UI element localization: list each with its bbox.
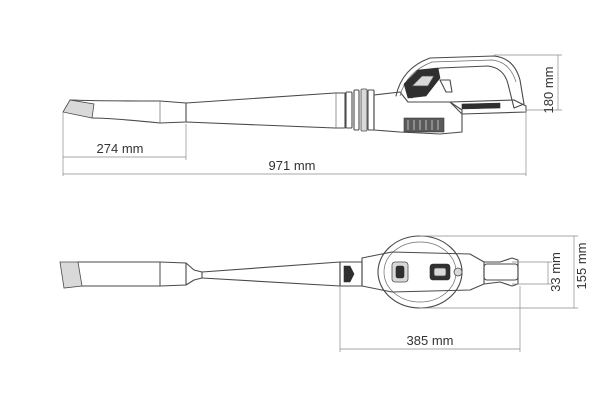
- top-battery: [483, 263, 519, 281]
- side-motor-housing: [373, 91, 463, 135]
- dimension-label-385mm: 385 mm: [407, 333, 454, 348]
- top-nozzle: [77, 261, 161, 287]
- side-nozzle-tip: [62, 99, 95, 119]
- side-view: [62, 55, 527, 135]
- top-control-panel: [391, 261, 463, 283]
- side-vent-grille: [403, 117, 445, 133]
- side-tube: [185, 92, 346, 129]
- dimension-label-33mm: 33 mm: [548, 252, 563, 292]
- side-view-dimensions: 274 mm 971 mm 180 mm: [62, 54, 562, 176]
- top-view-dimensions: 385 mm 33 mm 155 mm: [339, 235, 589, 352]
- top-body: [361, 251, 485, 293]
- side-battery: [449, 99, 527, 115]
- dimension-label-180mm: 180 mm: [541, 67, 556, 114]
- dimension-label-274mm: 274 mm: [97, 141, 144, 156]
- dimension-label-971mm: 971 mm: [269, 158, 316, 173]
- top-view: [59, 235, 519, 309]
- dimension-label-155mm: 155 mm: [574, 243, 589, 290]
- side-trigger: [439, 79, 453, 93]
- top-nozzle-tip: [59, 261, 83, 289]
- top-tube: [201, 261, 341, 287]
- side-tube-rings: [345, 88, 375, 132]
